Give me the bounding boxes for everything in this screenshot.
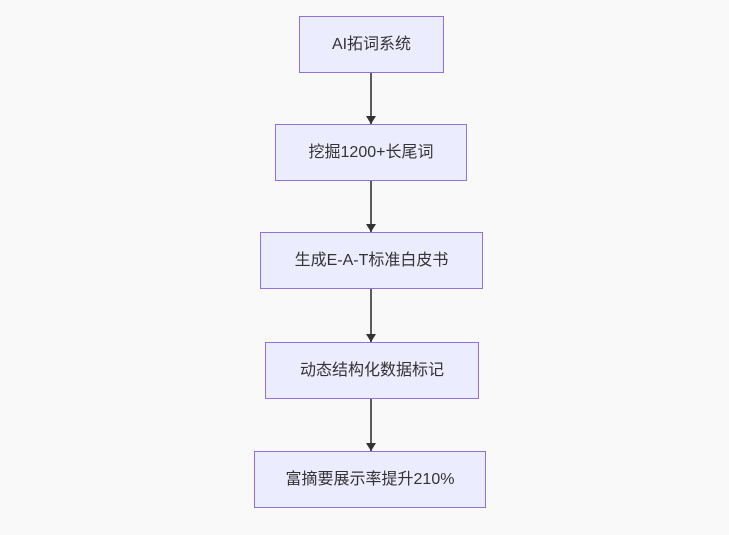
flow-node-label: 生成E-A-T标准白皮书: [294, 251, 449, 269]
flow-node-longtail-keywords: 挖掘1200+长尾词: [275, 124, 467, 181]
flow-node-ai-word-expansion-system: AI拓词系统: [299, 16, 444, 73]
flow-node-label: 动态结构化数据标记: [299, 361, 444, 379]
flow-arrow-down-icon: [370, 181, 372, 232]
flow-node-label: AI拓词系统: [331, 35, 412, 53]
flow-node-eat-whitepaper: 生成E-A-T标准白皮书: [260, 232, 483, 289]
flow-node-rich-snippet-rate: 富摘要展示率提升210%: [254, 451, 486, 508]
flow-arrow-down-icon: [370, 289, 372, 342]
flow-node-label: 挖掘1200+长尾词: [308, 143, 434, 161]
flow-arrow-down-icon: [370, 399, 372, 451]
flow-node-structured-data-markup: 动态结构化数据标记: [265, 342, 479, 399]
flow-node-label: 富摘要展示率提升210%: [285, 470, 455, 488]
flow-arrow-down-icon: [370, 73, 372, 124]
